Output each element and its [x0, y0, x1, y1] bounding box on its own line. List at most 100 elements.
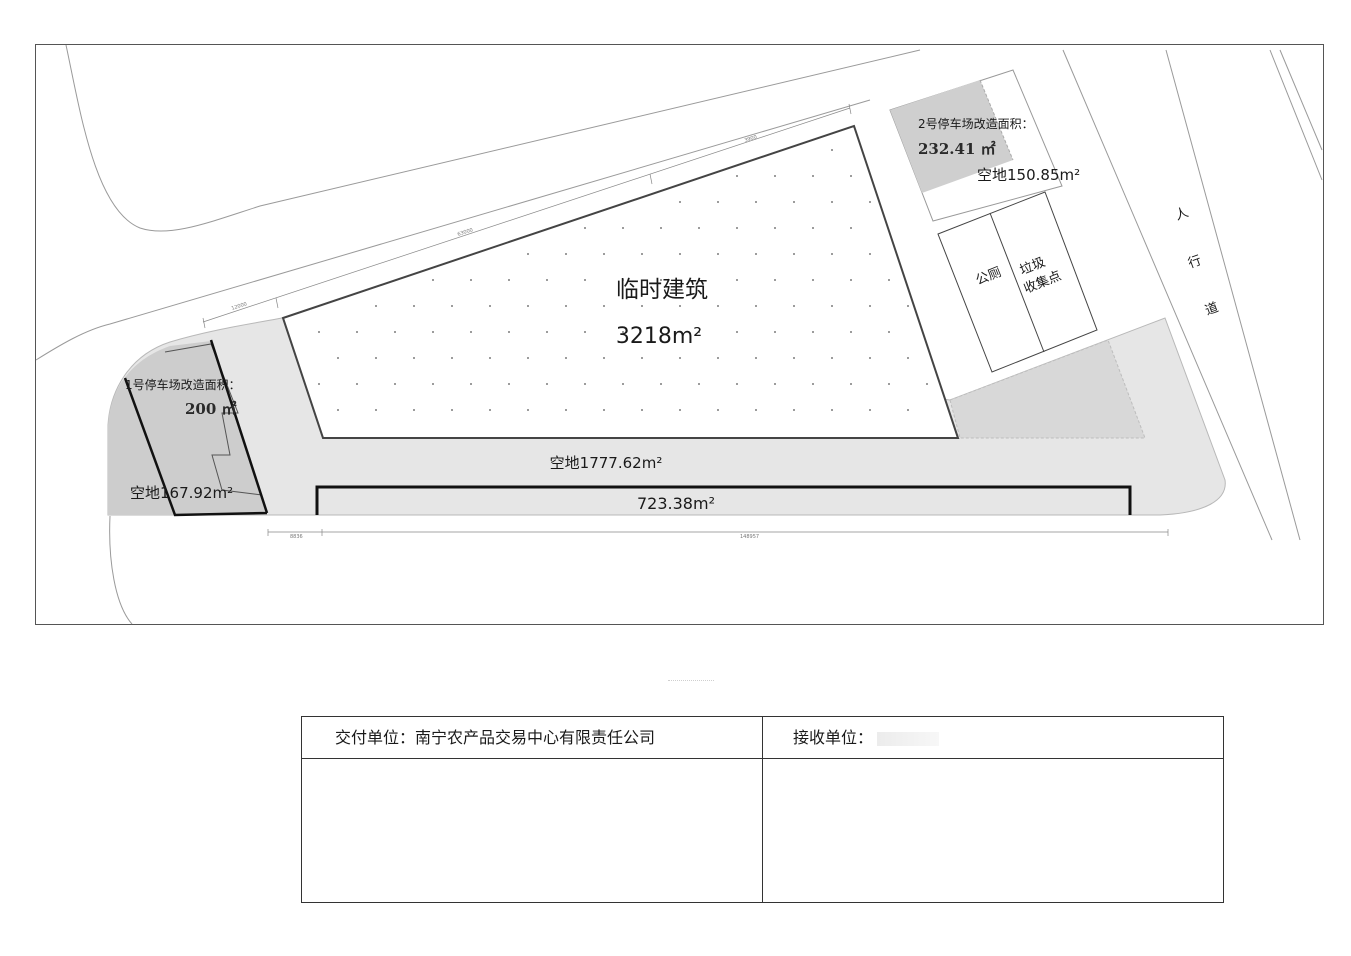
- grid-dot: [869, 409, 871, 411]
- grid-dot: [717, 253, 719, 255]
- grid-dot: [698, 227, 700, 229]
- grid-dot: [394, 331, 396, 333]
- grid-dot: [755, 357, 757, 359]
- grid-dot: [755, 409, 757, 411]
- grid-dot: [888, 383, 890, 385]
- grid-dot: [831, 149, 833, 151]
- road-lines: [35, 44, 1323, 625]
- grid-dot: [603, 305, 605, 307]
- parking-2-label: 2号停车场改造面积：: [918, 116, 1034, 131]
- grid-dot: [793, 409, 795, 411]
- deliverer-signature-area[interactable]: [302, 759, 762, 903]
- grid-dot: [508, 331, 510, 333]
- grid-dot: [755, 253, 757, 255]
- grid-dot: [527, 409, 529, 411]
- grid-dot: [907, 409, 909, 411]
- grid-dot: [546, 383, 548, 385]
- grid-dot: [831, 409, 833, 411]
- grid-dot: [793, 357, 795, 359]
- grid-dot: [356, 331, 358, 333]
- grid-dot: [622, 383, 624, 385]
- grid-dot: [812, 331, 814, 333]
- grid-dot: [603, 409, 605, 411]
- grid-dot: [679, 409, 681, 411]
- receiver-column: 接收单位：: [763, 717, 1223, 902]
- grid-dot: [793, 253, 795, 255]
- grid-dot: [755, 305, 757, 307]
- grid-dot: [660, 383, 662, 385]
- grid-dot: [413, 305, 415, 307]
- grid-dot: [850, 175, 852, 177]
- grid-dot: [584, 227, 586, 229]
- sidewalk-char-1: 人: [1173, 205, 1190, 224]
- grid-dot: [451, 305, 453, 307]
- grid-dot: [432, 383, 434, 385]
- grid-dot: [584, 383, 586, 385]
- grid-dot: [603, 253, 605, 255]
- grid-dot: [793, 305, 795, 307]
- parking-1-area: 200 ㎡: [185, 400, 237, 418]
- sidewalk-char-3: 道: [1203, 300, 1220, 319]
- grid-dot: [679, 253, 681, 255]
- grid-dot: [888, 279, 890, 281]
- grid-dot: [717, 409, 719, 411]
- empty-lot-main-label: 空地1777.62m²: [550, 454, 663, 472]
- grid-dot: [869, 357, 871, 359]
- grid-dot: [641, 409, 643, 411]
- grid-dot: [413, 357, 415, 359]
- grid-dot: [812, 279, 814, 281]
- grid-dot: [432, 279, 434, 281]
- parking-lot-1: [108, 341, 266, 515]
- grid-dot: [546, 331, 548, 333]
- grid-dot: [907, 357, 909, 359]
- shaded-area-right: [949, 339, 1146, 439]
- grid-dot: [584, 331, 586, 333]
- redacted-receiver-name: [877, 731, 940, 746]
- dimension-8836: 8836: [290, 534, 303, 540]
- temporary-building: [281, 124, 960, 439]
- handover-table: 交付单位：南宁农产品交易中心有限责任公司 接收单位：: [301, 716, 1224, 903]
- grid-dot: [489, 305, 491, 307]
- dimension-lines: [202, 103, 1169, 536]
- grid-dot: [679, 201, 681, 203]
- grid-dot: [812, 227, 814, 229]
- parking-2-area: 232.41 ㎡: [918, 140, 996, 158]
- grid-dot: [451, 409, 453, 411]
- grid-dot: [641, 357, 643, 359]
- grid-dot: [850, 383, 852, 385]
- grid-dot: [679, 357, 681, 359]
- strip-bracket: [315, 485, 1132, 515]
- grid-dot: [508, 383, 510, 385]
- grid-dot: [660, 227, 662, 229]
- grid-dot: [755, 201, 757, 203]
- grid-dot: [850, 331, 852, 333]
- grid-dot: [679, 305, 681, 307]
- grid-dot: [736, 227, 738, 229]
- dimension-12000: 12000: [231, 301, 248, 312]
- dimension-3900: 3900: [744, 134, 758, 144]
- grid-dot: [869, 201, 871, 203]
- deliverer-label: 交付单位：南宁农产品交易中心有限责任公司: [302, 717, 762, 759]
- grid-dot: [622, 279, 624, 281]
- grid-dot: [565, 409, 567, 411]
- grid-dot: [698, 279, 700, 281]
- grid-dot: [850, 279, 852, 281]
- dimension-148957: 148957: [740, 534, 759, 540]
- receiver-signature-area[interactable]: [763, 759, 1223, 903]
- grid-dot: [907, 305, 909, 307]
- grid-dot: [375, 357, 377, 359]
- building-area: 3218m²: [616, 324, 702, 349]
- grid-dot: [698, 383, 700, 385]
- empty-lot-right-label: 空地150.85m²: [977, 166, 1080, 184]
- grid-dot: [736, 383, 738, 385]
- grid-dot: [717, 201, 719, 203]
- grid-dot: [318, 331, 320, 333]
- grid-dot: [774, 279, 776, 281]
- grid-dot: [850, 227, 852, 229]
- grid-dot: [831, 305, 833, 307]
- empty-lot-left-label: 空地167.92m²: [130, 484, 233, 502]
- grid-dot: [660, 279, 662, 281]
- grid-dot: [470, 279, 472, 281]
- dimension-63000: 63000: [457, 227, 474, 238]
- grid-dot: [774, 331, 776, 333]
